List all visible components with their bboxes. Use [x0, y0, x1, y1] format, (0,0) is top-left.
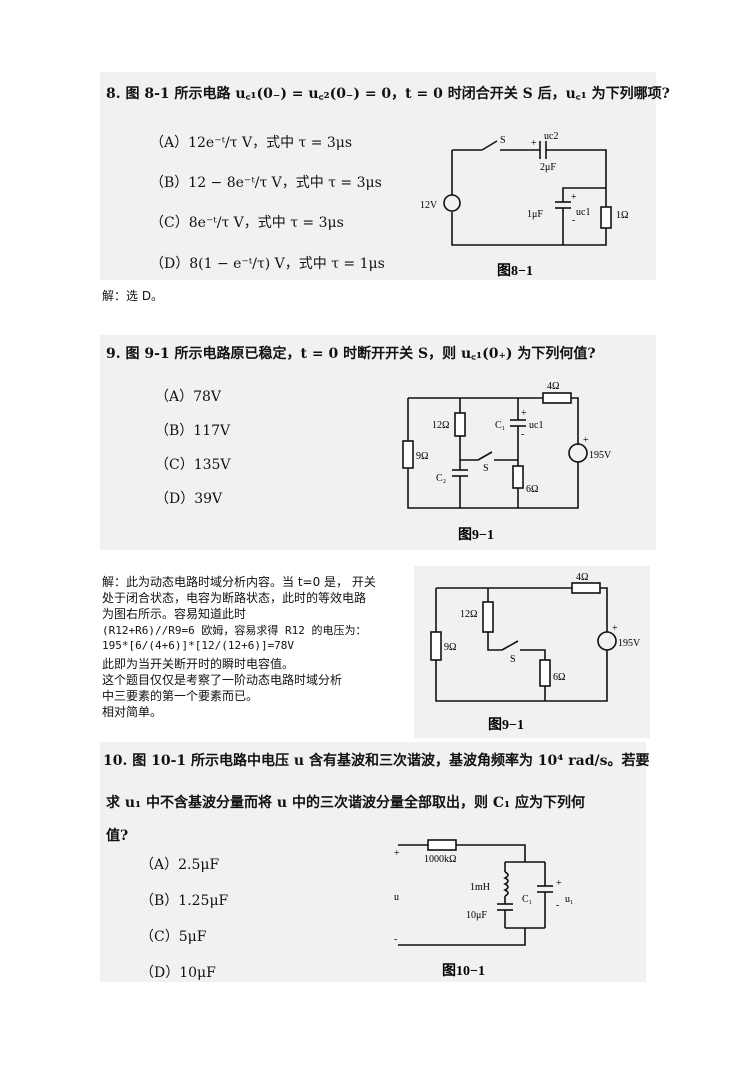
- q9-r6-label: 6Ω: [526, 484, 538, 495]
- q9-equiv-scan-block: [414, 566, 650, 738]
- q10-option-c: （C）5μF: [140, 929, 207, 945]
- q9-c1-label: C₁: [495, 420, 505, 431]
- q9-answer-line-7: 这个题目仅仅是考察了一阶动态电路时域分析: [102, 673, 343, 687]
- q9-option-c: （C）135V: [155, 457, 231, 473]
- q9-option-d: （D）39V: [155, 491, 223, 507]
- q9-r12-label: 12Ω: [432, 420, 449, 431]
- q9-answer-line-6: 此即为当开关断开时的瞬时电容值。: [102, 657, 295, 671]
- q10-u-label: u: [394, 892, 399, 903]
- q8-switch-label: S: [500, 135, 506, 146]
- q9-equiv-r4-label: 4Ω: [576, 572, 588, 583]
- q8-option-b: （B）12 − 8e⁻ᵗ/τ V，式中 τ = 3μs: [150, 175, 382, 191]
- q10-title-line-1: 10. 图 10-1 所示电路中电压 u 含有基波和三次谐波，基波角频率为 10…: [103, 753, 650, 769]
- q10-r-label: 1000kΩ: [424, 854, 456, 865]
- q8-uc2-label: uc2: [544, 131, 558, 142]
- q10-option-d: （D）10μF: [140, 965, 216, 981]
- q10-title-line-3: 值?: [106, 828, 129, 844]
- q10-u1-label: u₁: [565, 894, 574, 905]
- q10-title-line-2: 求 u₁ 中不含基波分量而将 u 中的三次谐波分量全部取出，则 C₁ 应为下列何: [106, 795, 586, 811]
- q9-equiv-r9-label: 9Ω: [444, 642, 456, 653]
- q10-l-label: 1mH: [470, 882, 490, 893]
- q8-option-a: （A）12e⁻ᵗ/τ V，式中 τ = 3μs: [150, 135, 353, 151]
- q8-option-c: （C）8e⁻ᵗ/τ V，式中 τ = 3μs: [150, 215, 344, 231]
- q9-answer-line-2: 处于闭合状态，电容为断路状态，此时的等效电路: [102, 591, 367, 605]
- q9-uc1-label: uc1: [529, 420, 543, 431]
- q9-answer-line-3: 为图右所示。容易知道此时: [102, 607, 247, 621]
- q10-figure-caption: 图10−1: [442, 963, 485, 979]
- q8-c2-value: 2μF: [540, 162, 556, 173]
- q8-c2-plus: +: [531, 138, 537, 149]
- q9-c1-plus: +: [521, 408, 527, 419]
- q9-figure-caption: 图9−1: [458, 527, 494, 543]
- q9-r4-label: 4Ω: [547, 381, 559, 392]
- q9-option-b: （B）117V: [155, 423, 231, 439]
- q9-answer-line-5: 195*[6/(4+6)]*[12/(12+6)]=78V: [102, 639, 295, 652]
- q9-source-label: 195V: [589, 450, 612, 461]
- q9-answer-line-9: 相对简单。: [102, 705, 163, 719]
- q9-c1-minus: -: [521, 429, 524, 440]
- q9-answer-line-4: (R12+R6)//R9=6 欧姆，容易求得 R12 的电压为：: [102, 624, 367, 637]
- q10-c1-label: C₁: [522, 894, 532, 905]
- q8-r-label: 1Ω: [616, 210, 628, 221]
- q8-uc1-label: uc1: [576, 207, 590, 218]
- q9-answer-line-8: 中三要素的第一个要素而已。: [102, 689, 259, 703]
- q8-source-label: 12V: [420, 200, 438, 211]
- q9-equiv-r6-label: 6Ω: [553, 672, 565, 683]
- q8-c1-minus: -: [572, 215, 575, 226]
- q9-r9-label: 9Ω: [416, 451, 428, 462]
- q10-option-b: （B）1.25μF: [140, 893, 229, 909]
- q10-c1-minus: -: [556, 900, 559, 911]
- q9-equiv-r12-label: 12Ω: [460, 609, 477, 620]
- q10-minus-terminal: -: [394, 934, 397, 945]
- q10-option-a: （A）2.5μF: [140, 857, 220, 873]
- q10-c-label: 10μF: [466, 910, 487, 921]
- q10-plus-terminal: +: [394, 848, 400, 859]
- q9-switch-label: S: [483, 463, 489, 474]
- q8-title: 8. 图 8-1 所示电路 u꜀₁(0₋) = u꜀₂(0₋) = 0，t = …: [106, 86, 670, 102]
- q8-c1-value: 1μF: [527, 209, 543, 220]
- q9-equiv-switch-label: S: [510, 654, 516, 665]
- q8-figure-caption: 图8−1: [497, 263, 533, 279]
- q9-equiv-source-label: 195V: [618, 638, 641, 649]
- q8-answer: 解：选 D。: [102, 289, 164, 303]
- q9-equiv-source-plus: +: [612, 623, 618, 634]
- q10-c1-plus: +: [556, 878, 562, 889]
- q9-option-a: （A）78V: [155, 389, 222, 405]
- q9-answer-line-1: 解：此为动态电路时域分析内容。当 t=0 是， 开关: [102, 575, 376, 589]
- q9-c2-label: C₂: [436, 473, 446, 484]
- q10-scan-block: [100, 742, 646, 982]
- q8-c1-plus: +: [571, 192, 577, 203]
- q9-title: 9. 图 9-1 所示电路原已稳定，t = 0 时断开开关 S，则 u꜀₁(0₊…: [106, 346, 596, 362]
- q9-source-plus: +: [583, 435, 589, 446]
- q9-equiv-figure-caption: 图9−1: [488, 717, 524, 733]
- q9-scan-block: [100, 335, 656, 550]
- q8-option-d: （D）8(1 − e⁻ᵗ/τ) V，式中 τ = 1μs: [150, 256, 385, 272]
